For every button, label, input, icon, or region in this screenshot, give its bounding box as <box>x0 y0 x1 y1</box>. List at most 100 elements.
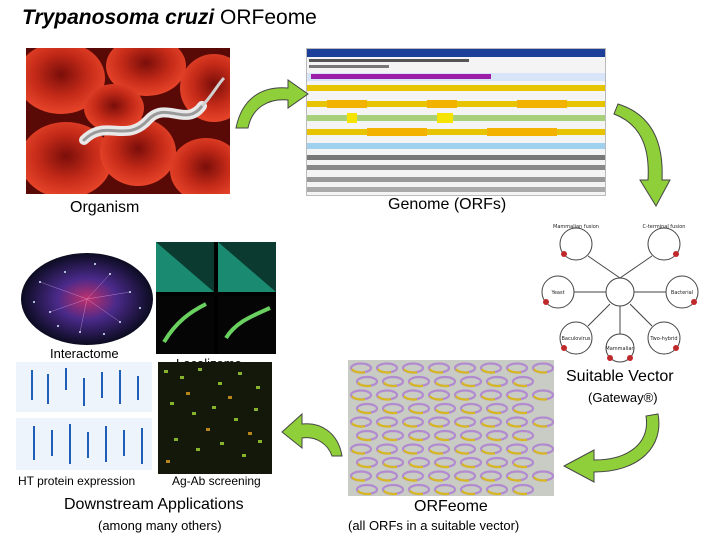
plasmid-insert <box>377 422 392 428</box>
genome-browser-image <box>306 48 606 196</box>
plasmid-insert <box>403 476 418 482</box>
ht-protein-expression-label: HT protein expression <box>18 474 136 488</box>
organism-image <box>26 48 230 194</box>
plasmid-insert <box>377 395 392 401</box>
plasmid-insert <box>435 435 450 442</box>
suitable-vector-label: Suitable Vector <box>566 368 674 385</box>
plasmid-insert <box>533 449 548 455</box>
plasmid-insert <box>351 449 366 455</box>
orfeome-label: ORFeome <box>414 498 488 515</box>
plasmid-insert <box>351 422 366 428</box>
interactome-image <box>20 252 154 346</box>
plasmid-insert <box>533 476 548 482</box>
plasmid-insert <box>513 381 528 388</box>
plasmid-insert <box>487 489 502 496</box>
plasmid-insert <box>377 449 392 455</box>
vector-node-label: Mammalian <box>605 346 634 352</box>
plasmid-insert <box>435 462 450 469</box>
plasmid-insert <box>507 368 522 374</box>
plasmid-insert <box>487 435 502 442</box>
plasmid-insert <box>383 489 398 496</box>
plasmid-insert <box>383 435 398 442</box>
ag-ab-screening-image <box>158 362 272 474</box>
plasmid-insert <box>357 435 372 442</box>
plasmid-insert <box>377 368 392 374</box>
gateway-label: (Gateway®) <box>588 390 658 405</box>
plasmid-insert <box>533 368 548 374</box>
vector-node-label: Two-hybrid <box>649 336 677 342</box>
plasmid-insert <box>409 435 424 442</box>
plasmid-insert <box>455 368 470 374</box>
plasmid-insert <box>403 395 418 401</box>
plasmid-insert <box>429 368 444 374</box>
plasmid-insert <box>409 408 424 415</box>
plasmid-insert <box>409 462 424 469</box>
plasmid-insert <box>429 449 444 455</box>
plasmid-insert <box>513 408 528 415</box>
plasmid-insert <box>481 395 496 401</box>
plasmid-insert <box>357 381 372 388</box>
plasmid-insert <box>513 435 528 442</box>
plasmid-insert <box>403 422 418 428</box>
plasmid-insert <box>481 449 496 455</box>
plasmid-insert <box>461 435 476 442</box>
plasmid-insert <box>455 422 470 428</box>
plasmid-insert <box>429 476 444 482</box>
plasmid-insert <box>461 408 476 415</box>
arrow-vector-to-orfeome-icon <box>562 413 660 483</box>
plasmid-insert <box>357 462 372 469</box>
plasmid-insert <box>409 381 424 388</box>
orfeome-plasmid-image <box>348 360 554 496</box>
plasmid-insert <box>377 476 392 482</box>
vector-node-label: C-terminal fusion <box>643 224 686 230</box>
plasmid-insert <box>357 408 372 415</box>
plasmid-insert <box>383 381 398 388</box>
plasmid-insert <box>383 408 398 415</box>
plasmid-insert <box>351 476 366 482</box>
plasmid-insert <box>507 476 522 482</box>
plasmid-insert <box>481 476 496 482</box>
plasmid-insert <box>507 422 522 428</box>
organism-label: Organism <box>70 199 140 216</box>
all-orfs-label: (all ORFs in a suitable vector) <box>348 518 520 533</box>
plasmid-insert <box>403 368 418 374</box>
plasmid-insert <box>455 449 470 455</box>
plasmid-insert <box>461 462 476 469</box>
plasmid-insert <box>533 395 548 401</box>
plasmid-insert <box>487 462 502 469</box>
genome-label: Genome (ORFs) <box>388 196 507 213</box>
plasmid-insert <box>487 381 502 388</box>
plasmid-insert <box>351 368 366 374</box>
plasmid-insert <box>435 381 450 388</box>
plasmid-insert <box>403 449 418 455</box>
plasmid-insert <box>481 368 496 374</box>
plasmid-insert <box>435 408 450 415</box>
title-suffix: ORFeome <box>214 6 317 29</box>
plasmid-insert <box>429 422 444 428</box>
plasmid-insert <box>507 395 522 401</box>
vector-node-label: Yeast <box>550 290 564 296</box>
localizome-image <box>156 242 276 354</box>
plasmid-insert <box>533 422 548 428</box>
among-many-others-label: (among many others) <box>98 518 222 533</box>
plasmid-insert <box>383 462 398 469</box>
plasmid-insert <box>357 489 372 496</box>
plasmid-insert <box>455 395 470 401</box>
plasmid-insert <box>513 462 528 469</box>
title-species: Trypanosoma cruzi <box>22 6 215 29</box>
interactome-label: Interactome <box>50 346 119 361</box>
plasmid-insert <box>461 381 476 388</box>
arrow-organism-to-genome-icon <box>235 79 309 129</box>
plasmid-insert <box>513 489 528 496</box>
plasmid-insert <box>351 395 366 401</box>
ht-protein-expression-image <box>12 360 154 472</box>
gateway-vector-diagram: Mammalian fusion C-terminal fusion Yeast… <box>536 220 704 366</box>
plasmid-insert <box>455 476 470 482</box>
arrow-genome-to-vector-icon <box>613 103 671 208</box>
plasmid-insert <box>487 408 502 415</box>
plasmid-insert <box>409 489 424 496</box>
arrow-orfeome-to-applications-icon <box>281 412 343 457</box>
plasmid-insert <box>507 449 522 455</box>
plasmid-insert <box>461 489 476 496</box>
vector-node-label: Bacterial <box>671 290 693 296</box>
